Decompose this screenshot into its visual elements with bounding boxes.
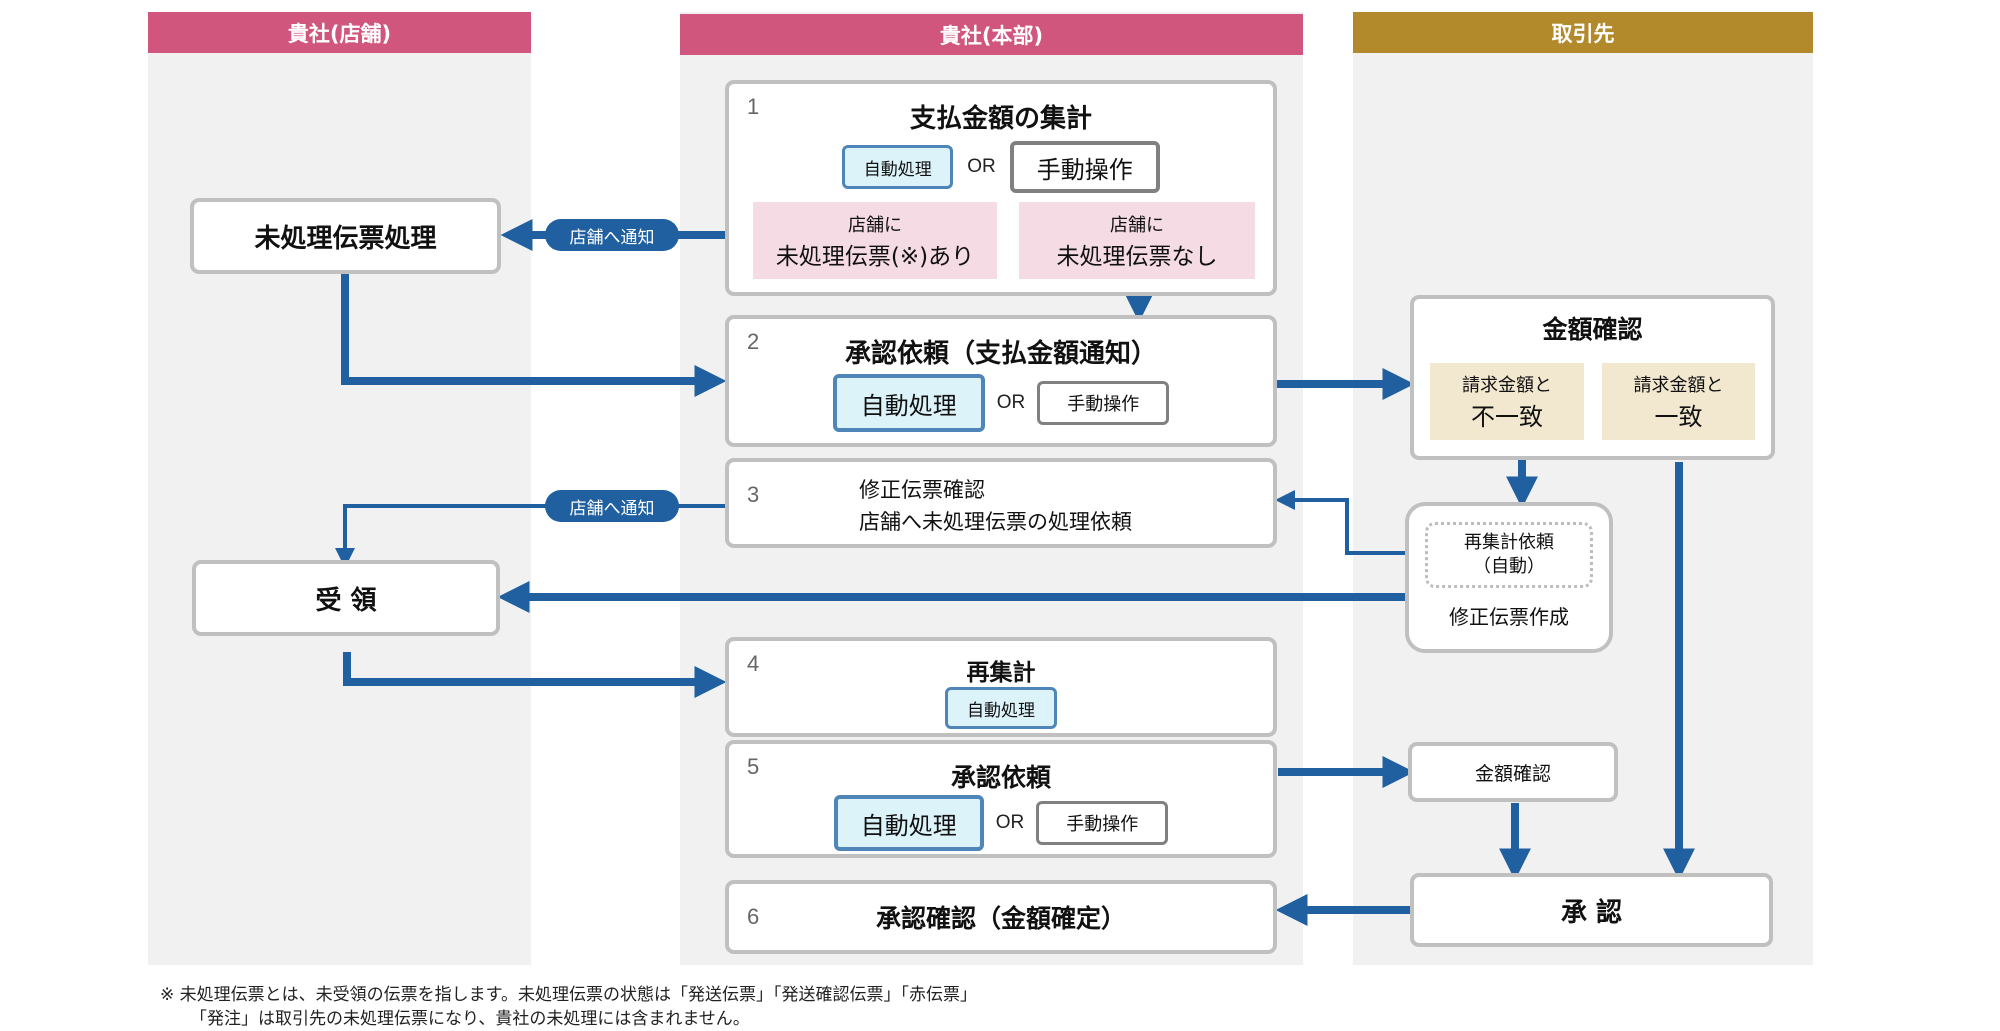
notify-store-pill-1: 店舗へ通知 <box>545 219 679 251</box>
or-label: OR <box>995 812 1025 833</box>
recalc-request-line1: 再集計依頼 <box>1464 532 1554 553</box>
branch-match: 請求金額と 一致 <box>1602 363 1755 440</box>
branch-line2: 一致 <box>1654 403 1703 431</box>
step-number: 1 <box>747 94 760 119</box>
step-4-node: 4 再集計 自動処理 <box>725 637 1277 737</box>
manual-operation-chip: 手動操作 <box>1036 801 1169 845</box>
auto-process-chip: 自動処理 <box>832 374 985 432</box>
correction-node: 再集計依頼 （自動） 修正伝票作成 <box>1405 502 1613 653</box>
lane-store <box>148 12 531 965</box>
step-2-title: 承認依頼（支払金額通知） <box>844 338 1157 369</box>
unprocessed-slip-node: 未処理伝票処理 <box>190 198 501 274</box>
or-label: OR <box>967 156 996 177</box>
receipt-node: 受 領 <box>192 560 500 636</box>
branch-line2: 不一致 <box>1471 403 1543 431</box>
unprocessed-slip-label: 未処理伝票処理 <box>254 223 437 254</box>
step-2-mode: 自動処理 OR 手動操作 <box>729 374 1273 432</box>
step-5-mode: 自動処理 OR 手動操作 <box>729 795 1273 851</box>
recalc-request-box: 再集計依頼 （自動） <box>1425 522 1593 588</box>
receipt-label: 受 領 <box>315 585 377 616</box>
branch-mismatch: 請求金額と 不一致 <box>1430 363 1584 440</box>
approval-label: 承 認 <box>1560 897 1623 928</box>
amount-check-title: 金額確認 <box>1542 315 1643 344</box>
step-5-node: 5 承認依頼 自動処理 OR 手動操作 <box>725 740 1277 858</box>
create-correction-label: 修正伝票作成 <box>1449 604 1569 629</box>
branch-has-unprocessed: 店舗に 未処理伝票(※)あり <box>753 202 997 279</box>
step-6-node: 6 承認確認（金額確定） <box>725 880 1277 954</box>
branch-line1: 店舗に <box>1110 214 1164 236</box>
step-3-text: 修正伝票確認 店舗へ未処理伝票の処理依頼 <box>859 474 1132 538</box>
or-label: OR <box>996 392 1026 413</box>
amount-check-2-node: 金額確認 <box>1408 742 1618 802</box>
manual-operation-chip: 手動操作 <box>1009 141 1160 193</box>
step-2-node: 2 承認依頼（支払金額通知） 自動処理 OR 手動操作 <box>725 315 1277 447</box>
footnote: ※ 未処理伝票とは、未受領の伝票を指します。未処理伝票の状態は「発送伝票」「発送… <box>160 983 977 1031</box>
branch-line1: 店舗に <box>848 214 902 236</box>
footnote-line2: 「発注」は取引先の未処理伝票になり、貴社の未処理には含まれません。 <box>190 1009 750 1029</box>
amount-check-2-label: 金額確認 <box>1474 762 1551 785</box>
lane-header-store: 貴社(店舗) <box>148 12 531 53</box>
lane-header-partner: 取引先 <box>1353 12 1813 53</box>
step-4-mode: 自動処理 <box>729 687 1273 729</box>
step-number: 3 <box>747 482 760 507</box>
step-5-title: 承認依頼 <box>950 763 1051 792</box>
step-number: 4 <box>747 651 760 676</box>
step-number: 2 <box>747 329 760 354</box>
step-3-line2: 店舗へ未処理伝票の処理依頼 <box>859 510 1132 534</box>
approval-node: 承 認 <box>1410 873 1773 947</box>
auto-process-chip: 自動処理 <box>842 145 954 189</box>
step-1-node: 1 支払金額の集計 自動処理 OR 手動操作 店舗に 未処理伝票(※)あり 店舗… <box>725 80 1277 296</box>
auto-process-chip: 自動処理 <box>833 795 984 851</box>
step-number: 6 <box>747 904 760 929</box>
arrow-unprocessed-to-step2 <box>341 274 727 397</box>
step-1-title: 支払金額の集計 <box>909 103 1092 134</box>
auto-process-chip: 自動処理 <box>945 687 1057 729</box>
branch-line2: 未処理伝票なし <box>1056 243 1218 270</box>
branch-line2: 未処理伝票(※)あり <box>775 243 975 270</box>
branch-no-unprocessed: 店舗に 未処理伝票なし <box>1019 202 1255 279</box>
arrow-recalc-to-step3 <box>1275 490 1440 555</box>
branch-line1: 請求金額と <box>1462 375 1552 396</box>
step-6-title: 承認確認（金額確定） <box>875 904 1126 933</box>
notify-store-pill-2: 店舗へ通知 <box>545 490 679 522</box>
branch-line1: 請求金額と <box>1633 375 1724 396</box>
step-3-node: 3 修正伝票確認 店舗へ未処理伝票の処理依頼 <box>725 458 1277 548</box>
lane-header-hq: 貴社(本部) <box>680 14 1303 55</box>
recalc-request-line2: （自動） <box>1473 556 1545 577</box>
footnote-line1: ※ 未処理伝票とは、未受領の伝票を指します。未処理伝票の状態は「発送伝票」「発送… <box>160 985 977 1005</box>
step-number: 5 <box>747 754 760 779</box>
amount-check-node: 金額確認 請求金額と 不一致 請求金額と 一致 <box>1410 295 1775 460</box>
step-4-title: 再集計 <box>966 660 1036 686</box>
arrow-receipt-to-step4 <box>343 652 727 698</box>
lane-partner <box>1353 12 1813 965</box>
manual-operation-chip: 手動操作 <box>1037 381 1170 425</box>
step-1-mode: 自動処理 OR 手動操作 <box>729 141 1273 193</box>
step-3-line1: 修正伝票確認 <box>859 478 985 502</box>
